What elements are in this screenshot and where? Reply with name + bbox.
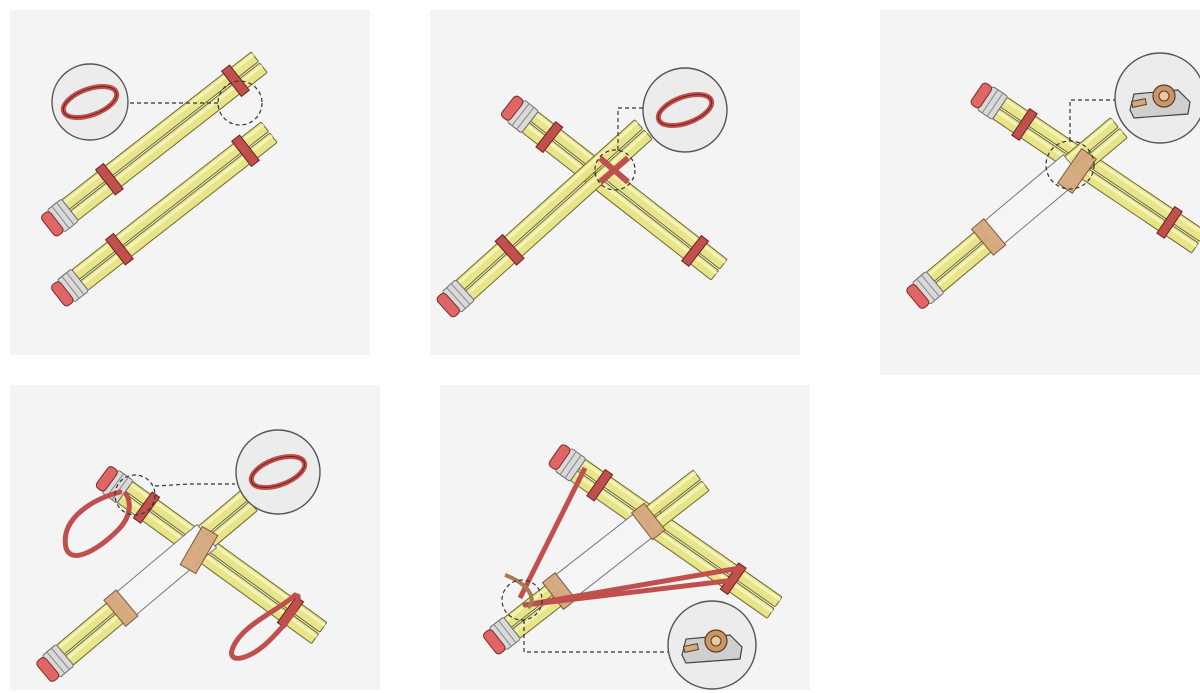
callout-circle xyxy=(236,430,320,514)
callout-circle xyxy=(643,68,727,152)
step-3-panel xyxy=(880,10,1200,375)
step-5-panel xyxy=(440,385,810,690)
step-1-panel xyxy=(10,10,370,355)
step-4-panel xyxy=(10,385,380,690)
step-2-panel xyxy=(430,10,800,355)
